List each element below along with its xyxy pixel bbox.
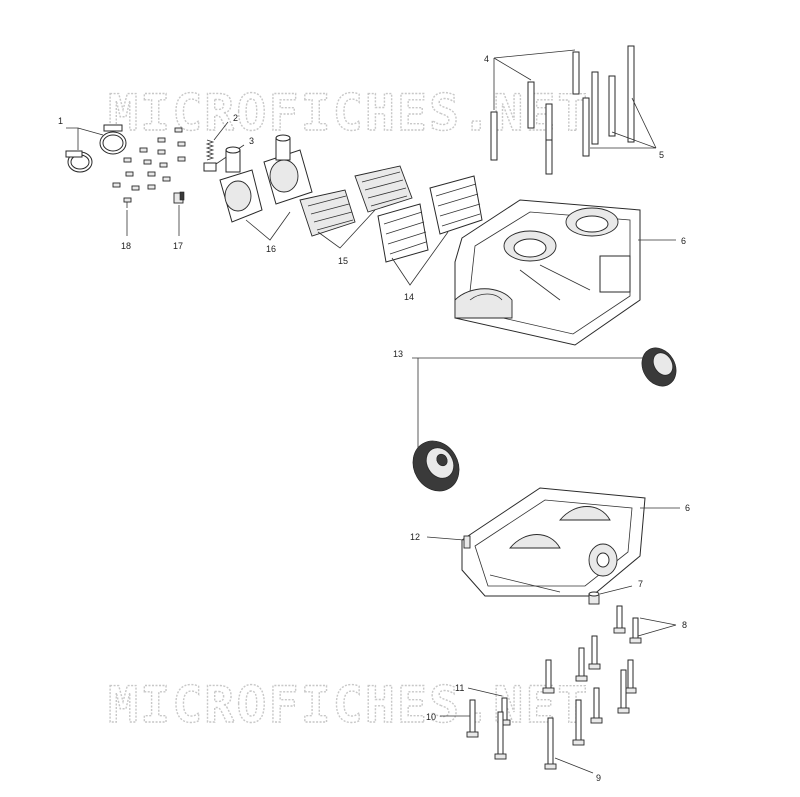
callout-8: 8: [682, 620, 687, 630]
callout-12: 12: [410, 532, 420, 542]
studs-part-4-5: [490, 45, 635, 175]
callout-11: 11: [455, 683, 464, 693]
callout-2: 2: [233, 113, 238, 123]
callout-13: 13: [393, 349, 403, 359]
callout-14: 14: [404, 292, 414, 302]
callout-9: 9: [596, 773, 601, 783]
callout-4: 4: [484, 54, 489, 64]
callout-3: 3: [249, 136, 254, 146]
leader-15: [317, 209, 376, 249]
callout-16: 16: [266, 244, 276, 254]
callout-10: 10: [426, 712, 436, 722]
callout-1: 1: [58, 116, 63, 126]
plug-part-7: [588, 591, 600, 605]
lower-crankcase: [461, 487, 646, 597]
crank-seals-part-13: [412, 347, 677, 492]
callout-18: 18: [121, 241, 131, 251]
dowel-part-12: [463, 535, 471, 549]
screws-part-18: [112, 127, 186, 208]
callout-15: 15: [338, 256, 348, 266]
leader-7: [599, 585, 633, 595]
leader-16: [245, 211, 291, 241]
callout-6-upper: 6: [681, 236, 686, 246]
leader-5: [590, 97, 657, 149]
reed-cages-part-15: [299, 165, 413, 237]
fitting-part-3: [203, 162, 217, 172]
leader-11: [467, 687, 503, 697]
reed-blocks-part-14: [377, 175, 483, 263]
leader-14: [391, 231, 449, 286]
leader-12: [426, 536, 465, 541]
callout-5: 5: [659, 150, 664, 160]
leader-8: [637, 617, 677, 637]
leader-4: [493, 49, 576, 110]
spring-part-2: [205, 139, 215, 161]
hose-clamps-part-1: [65, 124, 127, 173]
callout-17: 17: [173, 241, 183, 251]
watermark-top: MICROFICHES.NET: [108, 84, 590, 142]
crankcase-bolts: [466, 605, 642, 770]
upper-crankcase: [454, 199, 641, 346]
leader-9: [554, 757, 594, 774]
leader-13: [412, 357, 645, 448]
callout-7: 7: [638, 579, 643, 589]
leader-2: [213, 121, 229, 141]
callout-6-lower: 6: [685, 503, 690, 513]
leader-1: [66, 127, 104, 150]
clip-part-17: [173, 191, 185, 204]
watermark-bottom: MICROFICHES.NET: [108, 676, 590, 734]
adapter-flanges-part-16: [219, 134, 313, 223]
